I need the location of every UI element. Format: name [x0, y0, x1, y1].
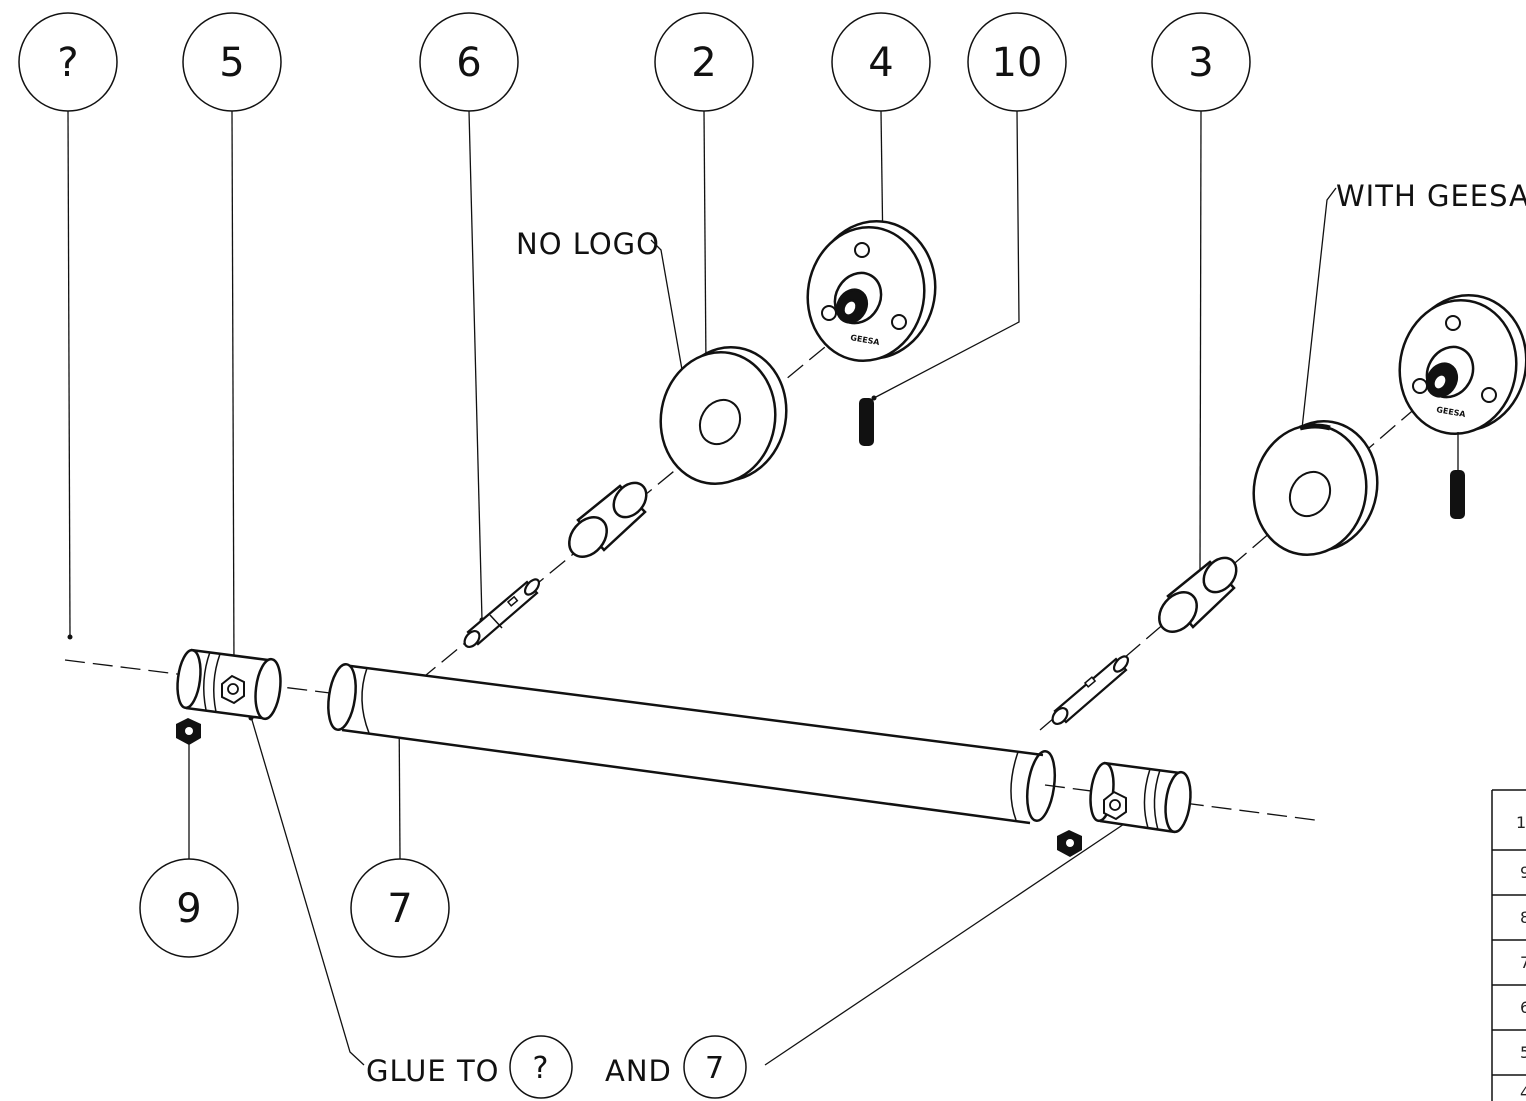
balloon-7: 7	[350, 696, 450, 958]
right-nut	[1057, 830, 1082, 857]
bom-row-6: 5	[1520, 1043, 1526, 1062]
note-with-geesa: WITH GEESA	[1296, 179, 1526, 460]
bom-table-cells: 1 9 8 7 6 5 4	[1516, 813, 1526, 1101]
svg-text:GLUE TO: GLUE TO	[366, 1054, 500, 1088]
bom-row-7: 4	[1520, 1083, 1526, 1101]
note-glue-to: GLUE TO ? AND 7	[248, 715, 1137, 1099]
tube-part-7	[327, 663, 1057, 825]
svg-text:9: 9	[176, 886, 201, 932]
set-screw-part-10	[859, 398, 874, 446]
nut-part-9	[176, 718, 201, 745]
bom-row-4: 7	[1520, 953, 1526, 972]
bom-row-1: 1	[1516, 813, 1526, 832]
flange-right: GEESA	[1398, 293, 1526, 435]
svg-text:AND: AND	[605, 1054, 672, 1088]
pin-part-6	[463, 578, 541, 648]
balloon-unknown-top: ?	[18, 12, 118, 640]
balloon-6: 6	[419, 12, 519, 623]
bom-table	[1491, 789, 1526, 1101]
sleeve-right	[1158, 556, 1238, 633]
balloon-3: 3	[1151, 12, 1251, 578]
svg-text:4: 4	[868, 40, 893, 86]
svg-text:7: 7	[387, 886, 412, 932]
set-screw-right	[1450, 432, 1465, 519]
bom-row-2: 9	[1520, 863, 1526, 882]
disc-part-2	[659, 346, 788, 485]
right-connector	[1089, 761, 1192, 834]
svg-text:3: 3	[1188, 40, 1213, 86]
svg-text:?: ?	[533, 1051, 550, 1086]
bom-row-5: 6	[1520, 998, 1526, 1017]
svg-text:WITH GEESA: WITH GEESA	[1336, 179, 1526, 213]
left-connector-part-5	[176, 648, 282, 721]
disc-right	[1252, 420, 1379, 556]
balloon-4: 4	[831, 12, 931, 259]
svg-text:7: 7	[705, 1051, 725, 1086]
svg-text:5: 5	[219, 40, 244, 86]
balloon-5: 5	[182, 12, 282, 674]
sleeve-left	[568, 481, 648, 558]
note-no-logo: NO LOGO	[516, 227, 687, 385]
svg-text:2: 2	[691, 40, 716, 86]
balloon-10: 10	[871, 12, 1067, 401]
balloon-9: 9	[139, 740, 239, 958]
svg-text:?: ?	[57, 40, 78, 86]
balloon-2: 2	[654, 12, 754, 372]
pin-part-3-right	[1051, 655, 1130, 725]
svg-text:6: 6	[456, 40, 481, 86]
flange-part-4: GEESA	[806, 219, 937, 362]
svg-text:10: 10	[992, 40, 1043, 86]
svg-text:NO LOGO: NO LOGO	[516, 227, 660, 261]
bom-row-3: 8	[1520, 908, 1526, 927]
